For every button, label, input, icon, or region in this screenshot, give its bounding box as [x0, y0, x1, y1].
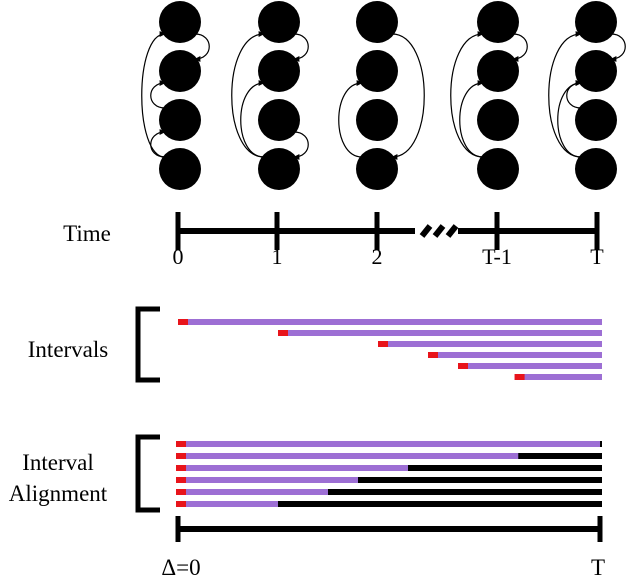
- interval-start-marker: [278, 330, 288, 336]
- alignment-start-marker: [176, 477, 186, 483]
- graph-snapshot: i: [231, 1, 309, 190]
- graph-node: [159, 99, 201, 141]
- graph-edge: [240, 80, 265, 158]
- graph-node: [258, 50, 300, 92]
- time-tick-label: T: [590, 244, 604, 269]
- alignment-bracket: [135, 434, 160, 513]
- graph-edge: [194, 33, 210, 62]
- graph-node: [575, 1, 617, 43]
- alignment-axis-start-label: Δ=0: [161, 555, 200, 576]
- graph-node: [477, 1, 519, 43]
- interval-start-marker: [378, 341, 388, 347]
- time-label: Time: [63, 221, 111, 246]
- graph-edge: [141, 31, 166, 158]
- graph-node: [159, 148, 201, 190]
- graph-edge: [548, 31, 582, 158]
- graph-node: [258, 148, 300, 190]
- graph-node: [575, 99, 617, 141]
- graph-node: [356, 148, 398, 190]
- graph-node: [159, 1, 201, 43]
- node-label: i: [593, 157, 599, 181]
- time-tick-label: 2: [372, 244, 383, 269]
- node-label: i: [374, 157, 380, 181]
- graph-edge: [150, 80, 166, 109]
- graph-node: [575, 50, 617, 92]
- graph-edge: [459, 80, 484, 158]
- graph-edge: [150, 129, 166, 158]
- alignment-track: [176, 477, 602, 483]
- graph-node: [575, 148, 617, 190]
- alignment-section: Interval Alignment Δ=0 T: [9, 434, 605, 576]
- alignment-start-marker: [176, 501, 186, 507]
- alignment-track: [176, 501, 602, 507]
- intervals-label: Intervals: [28, 337, 109, 362]
- graph-node: [258, 1, 300, 43]
- alignment-track: [176, 489, 602, 495]
- node-label: i: [177, 157, 183, 181]
- graph-node: [477, 148, 519, 190]
- graph-snapshot: i: [338, 1, 425, 190]
- time-ticks: 0 1 2 T-1 T: [173, 212, 604, 269]
- intervals-section: Intervals: [28, 306, 602, 383]
- alignment-start-marker: [176, 441, 186, 447]
- alignment-label-line1: Interval: [22, 450, 94, 475]
- time-tick-label: 0: [173, 244, 184, 269]
- interval-bars: [178, 319, 602, 380]
- graph-node: [258, 99, 300, 141]
- interval-start-marker: [458, 363, 468, 369]
- graph-node: [356, 1, 398, 43]
- time-axis-break: [419, 224, 459, 238]
- interval-bar: [514, 374, 602, 380]
- alignment-bar: [176, 465, 408, 471]
- graph-edge: [338, 80, 363, 158]
- node-label: i: [495, 157, 501, 181]
- node-label: i: [276, 157, 282, 181]
- time-axis: Time 0 1 2 T-1 T: [63, 212, 604, 269]
- alignment-axis-end-label: T: [591, 555, 605, 576]
- graph-edge: [512, 33, 528, 62]
- alignment-bar: [176, 489, 328, 495]
- time-tick-label: 1: [272, 244, 283, 269]
- alignment-start-marker: [176, 489, 186, 495]
- graph-node: [477, 50, 519, 92]
- interval-start-marker: [514, 374, 525, 380]
- interval-start-marker: [428, 352, 438, 358]
- graph-edge: [450, 31, 484, 158]
- graph-edge: [391, 33, 425, 160]
- interval-bar: [278, 330, 602, 336]
- interval-bar: [458, 363, 602, 369]
- graph-snapshot: i: [548, 1, 626, 190]
- alignment-bar: [176, 441, 600, 447]
- alignment-label-line2: Alignment: [9, 481, 108, 506]
- graph-snapshot: i: [450, 1, 528, 190]
- alignment-bar: [176, 477, 358, 483]
- graph-snapshot: i: [141, 1, 210, 190]
- interval-bar: [428, 352, 602, 358]
- alignment-bars: [176, 441, 602, 507]
- alignment-start-marker: [176, 453, 186, 459]
- alignment-bar: [176, 501, 278, 507]
- graph-node: [159, 50, 201, 92]
- interval-bar: [378, 341, 602, 347]
- graph-edge: [610, 33, 626, 62]
- interval-start-marker: [178, 319, 188, 325]
- graph-edge: [293, 33, 309, 62]
- time-tick-label: T-1: [482, 244, 512, 269]
- intervals-bracket: [135, 306, 160, 383]
- graph-node: [356, 99, 398, 141]
- graph-node: [477, 99, 519, 141]
- graph-node: [356, 50, 398, 92]
- alignment-bar: [176, 453, 519, 459]
- graph-edge: [231, 31, 265, 158]
- alignment-start-marker: [176, 465, 186, 471]
- graph-edge: [566, 80, 582, 109]
- interval-bar: [178, 319, 602, 325]
- graph-edge: [293, 131, 309, 160]
